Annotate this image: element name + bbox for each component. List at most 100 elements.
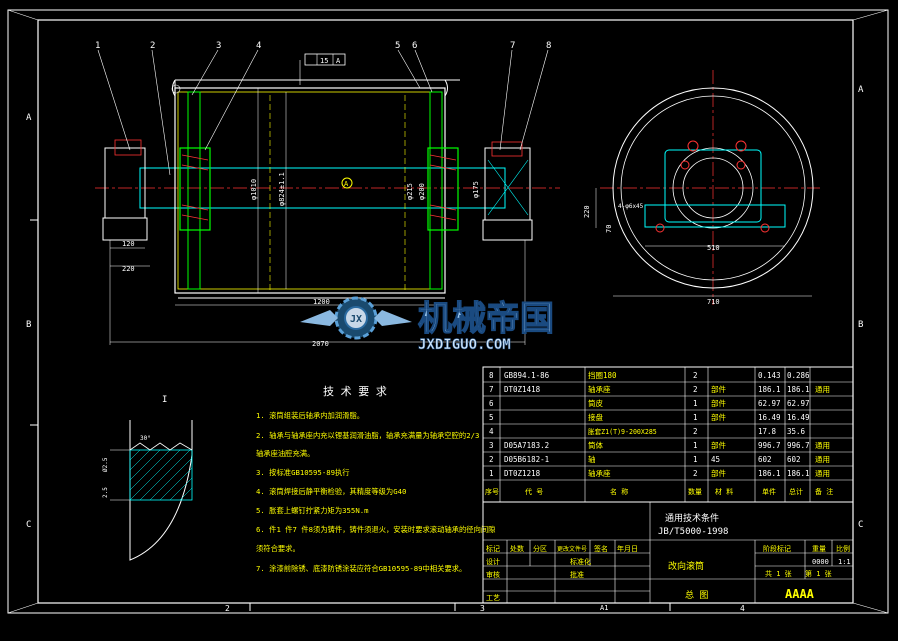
bom-row-5-name: 接盘 (588, 412, 603, 422)
bom-header-mat: 材 料 (715, 487, 733, 496)
bom-row-8-w1: 0.143 (758, 371, 781, 380)
watermark-en: JXDIGUO.COM (418, 337, 511, 353)
std-line2: JB/T5000-1998 (658, 527, 728, 537)
bom-row-7-code: DT0Z1418 (504, 385, 541, 394)
bom-row-2-no: 2 (489, 455, 494, 464)
callout-4: 4 (256, 41, 261, 51)
bom-row-6-no: 6 (489, 399, 494, 408)
tb-scale-label: 比例 (836, 544, 850, 553)
tb-file-label: 更改文件号 (557, 545, 587, 553)
watermark-cn: 机械帝国 (418, 299, 554, 339)
bom-row-7-w2: 186.1 (787, 385, 810, 394)
tolerance-value: 15 (320, 57, 328, 65)
tb-approve-label: 批准 (570, 570, 584, 579)
tb-scale-value: 1:1 (838, 558, 851, 566)
detail-dim-2: 2.5 (102, 487, 109, 498)
dim-710: 710 (707, 298, 720, 306)
bom-row-3-note: 通用 (815, 440, 830, 450)
callout-1: 1 (95, 41, 100, 51)
bom-table: 8 GB894.1-86 挡圈180 2 0.143 0.286 7 DT0Z1… (482, 366, 854, 503)
bom-row-1-qty: 2 (693, 469, 698, 478)
bom-header-no: 序号 (485, 487, 499, 496)
callout-2: 2 (150, 41, 155, 51)
bom-row-5-mat: 部件 (711, 412, 726, 422)
tech-title: 技 术 要 求 (323, 385, 387, 398)
bom-row-6-mat: 部件 (711, 398, 726, 408)
bom-row-6-w2: 62.97 (787, 399, 810, 408)
zone-letter-b: B (26, 320, 31, 330)
zone-number-3: 3 (480, 604, 485, 613)
bom-row-2-name: 轴 (588, 454, 596, 464)
bom-row-3-no: 3 (489, 441, 494, 450)
tb-craft-label: 工艺 (486, 594, 500, 602)
tech-item-5: 5. 胀套上螺钉拧紧力矩为355N.m (256, 506, 369, 515)
bom-row-1-code: DT0Z1218 (504, 469, 541, 478)
callout-6: 6 (412, 41, 417, 51)
datum-a-label: A (344, 180, 349, 188)
tb-paper: A1 (600, 604, 608, 612)
detail-dim-1: Ø2.5 (102, 457, 109, 472)
bom-row-7-name: 轴承座 (588, 384, 611, 394)
tech-item-3: 3. 按标准GB10595-89执行 (256, 468, 350, 477)
dim-510: 510 (707, 244, 720, 252)
bom-row-6-w1: 62.97 (758, 399, 781, 408)
bom-row-1-mat: 部件 (711, 468, 726, 478)
tech-item-7: 7. 涂漆前除锈、底漆防锈涂装应符合GB10595-89中相关要求。 (256, 564, 466, 573)
bom-row-4-qty: 2 (693, 427, 698, 436)
tech-item-1: 1. 滚筒组装后轴承内加润滑脂。 (256, 411, 364, 420)
tb-sign-label: 签名 (594, 544, 608, 553)
inner-frame (37, 19, 854, 604)
bom-row-7-w1: 186.1 (758, 385, 781, 394)
dim-220: 220 (122, 265, 135, 273)
callout-5: 5 (395, 41, 400, 51)
zone-letter-c-right: C (858, 520, 863, 530)
bom-row-2-mat: 45 (711, 455, 720, 464)
tb-drawing-label: 总 图 (685, 589, 708, 601)
bom-row-3-w1: 996.7 (758, 441, 781, 450)
tolerance-ref: A (336, 57, 341, 65)
detail-label: I (162, 395, 167, 405)
bom-row-8-code: GB894.1-86 (504, 371, 550, 380)
bom-row-7-note: 通用 (815, 384, 830, 394)
bom-row-3-mat: 部件 (711, 440, 726, 450)
watermark: JX 机械帝国 JXDIGUO.COM (300, 296, 555, 353)
dim-side-70: 70 (605, 225, 613, 233)
gear-logo-icon: JX (300, 296, 412, 340)
bom-row-2-note: 通用 (815, 454, 830, 464)
bom-row-3-name: 筒体 (588, 440, 603, 450)
tb-part-name: 改向滚筒 (668, 560, 704, 572)
dim-holes: 4-φ6x45 (618, 203, 644, 210)
bom-row-8-no: 8 (489, 371, 494, 380)
zone-letter-a: A (26, 113, 32, 123)
tb-mark-label: 标记 (486, 544, 500, 553)
dim-d824: φ824±1.1 (278, 172, 286, 206)
bom-row-4-w1: 17.8 (758, 427, 777, 436)
dim-120: 120 (122, 240, 135, 248)
tech-item-2: 2. 轴承与轴承座内充以锂基润滑油脂，轴承充满量为轴承空腔的2/3 (256, 431, 479, 440)
zone-letter-b-right: B (858, 320, 863, 330)
bom-row-2-w2: 602 (787, 455, 801, 464)
bom-row-1-no: 1 (489, 469, 494, 478)
bom-row-6-qty: 1 (693, 399, 698, 408)
bom-row-7-qty: 2 (693, 385, 698, 394)
zone-letter-c: C (26, 520, 31, 530)
tb-review-label: 审核 (486, 570, 500, 579)
bom-row-4-no: 4 (489, 427, 494, 436)
bom-row-2-w1: 602 (758, 455, 772, 464)
bom-row-2-code: D05B6182-1 (504, 455, 549, 464)
bom-row-3-code: D05A7183.2 (504, 441, 549, 450)
front-view: A 15 A φ1010 φ824±1.1 φ215 φ200 φ175 120… (95, 41, 560, 348)
dim-2070: 2070 (312, 340, 329, 348)
tb-date-label: 年月日 (617, 544, 638, 553)
bom-row-8-qty: 2 (693, 371, 698, 380)
tb-design-label: 设计 (486, 557, 500, 566)
bom-header-w1: 单件 (762, 487, 776, 496)
title-block: 通用技术条件 JB/T5000-1998 标记 处数 分区 更改文件号 签名 年… (482, 501, 854, 612)
bom-row-5-w2: 16.49 (787, 413, 810, 422)
tb-std-label: 标准化 (570, 557, 591, 566)
dim-d215: φ215 (406, 183, 414, 200)
bom-row-2-qty: 1 (693, 455, 698, 464)
tb-page: 第 1 张 (805, 569, 832, 578)
callout-3: 3 (216, 41, 221, 51)
zone-letter-a-right: A (858, 85, 864, 95)
